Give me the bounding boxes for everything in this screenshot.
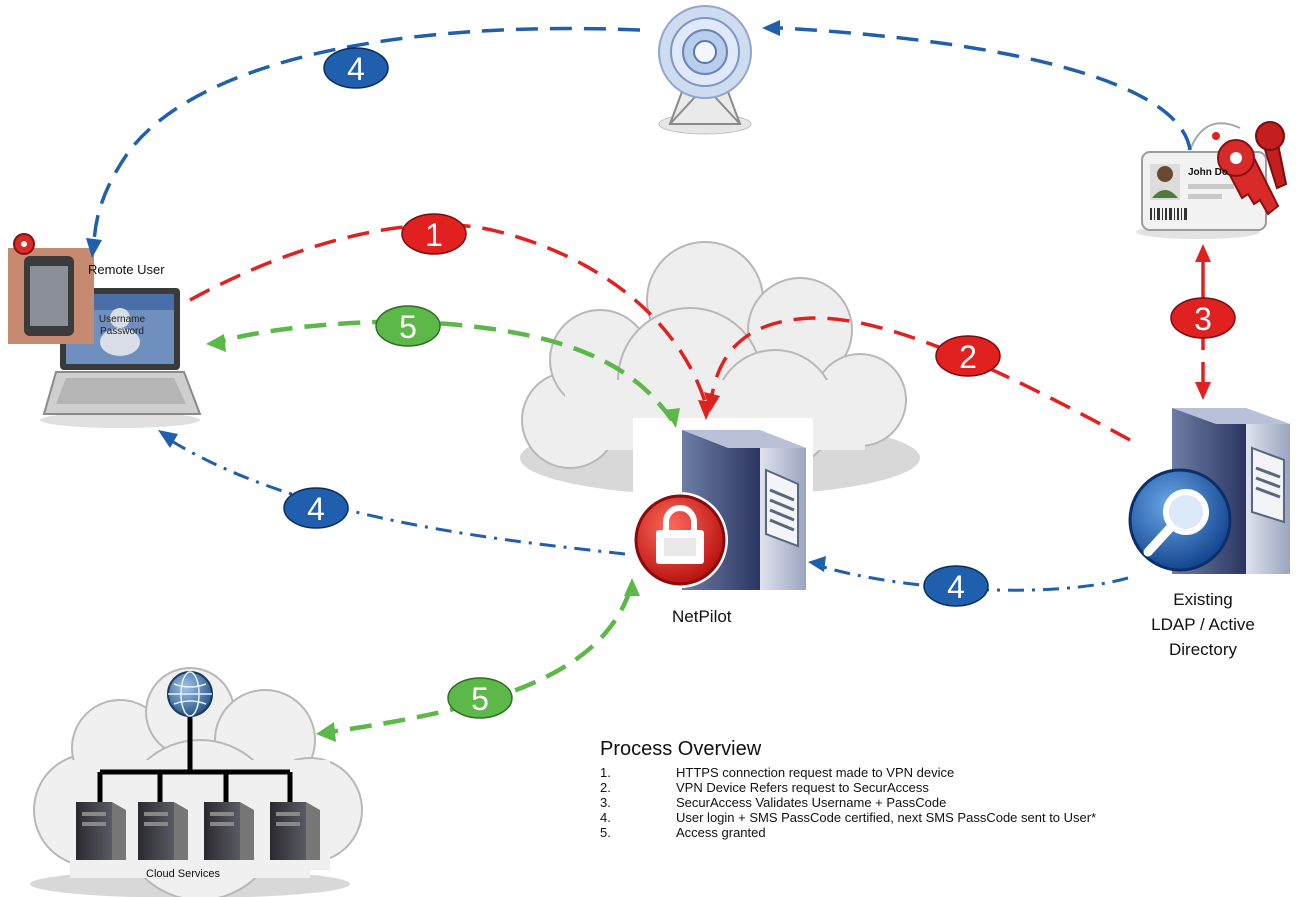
step-number: 4.: [600, 810, 611, 825]
badge-label: 5: [399, 309, 417, 345]
keys-icon: [1189, 121, 1288, 216]
overview-step: 3. SecurAccess Validates Username + Pass…: [600, 795, 1096, 810]
phone-icon: [8, 233, 94, 344]
overview-step: 2. VPN Device Refers request to SecurAcc…: [600, 780, 1096, 795]
badge-label: 3: [1194, 301, 1212, 337]
badge-label: 4: [347, 51, 365, 87]
ldap-label-line: LDAP / Active: [1151, 615, 1255, 634]
overview-title: Process Overview: [600, 738, 762, 760]
laptop-username-text: Username: [98, 314, 146, 325]
overview-step: 5. Access granted: [600, 825, 1096, 840]
step-text: User login + SMS PassCode certified, nex…: [676, 810, 1097, 825]
step-number: 1.: [600, 765, 611, 780]
lock-icon: [632, 492, 728, 588]
globe-icon: [167, 671, 213, 717]
step-badge: 5: [375, 305, 441, 347]
ldap-label: Existing LDAP / Active Directory: [1132, 587, 1274, 662]
id-card-name: John Do: [1188, 167, 1228, 178]
arrow-step-5-cloud: [329, 589, 633, 735]
badge-label: 2: [959, 339, 977, 375]
cell-tower-icon: [658, 5, 752, 135]
overview-step: 4. User login + SMS PassCode certified, …: [600, 810, 1096, 825]
process-overview: Process Overview 1. HTTPS connection req…: [600, 738, 1096, 840]
arrow-step-2: [710, 316, 1131, 442]
badge-label: 4: [947, 569, 965, 605]
step-badge: 4: [283, 487, 349, 529]
cloud-server-icons: [76, 802, 320, 860]
step-badge: 3: [1170, 297, 1236, 339]
arrow-step-4-top: [779, 26, 1192, 151]
laptop-password-text: Password: [100, 326, 144, 337]
step-badge: 4: [323, 47, 389, 89]
search-icon: [1128, 468, 1232, 572]
step-number: 3.: [600, 795, 611, 810]
step-text: SecurAccess Validates Username + PassCod…: [676, 795, 947, 810]
step-badge: 2: [935, 335, 1001, 377]
ldap-label-line: Directory: [1168, 640, 1237, 659]
step-badge: 4: [923, 565, 989, 607]
badge-label: 1: [425, 217, 443, 253]
step-badge: 5: [447, 677, 513, 719]
step-badge: 1: [401, 213, 467, 255]
arrow-step-5-user: [217, 319, 674, 422]
cloud-services-label: Cloud Services: [146, 868, 220, 880]
step-number: 2.: [600, 780, 611, 795]
connectors: [92, 26, 1205, 735]
step-number: 5.: [600, 825, 611, 840]
ldap-label-line: Existing: [1173, 590, 1233, 609]
badge-label: 5: [471, 681, 489, 717]
netpilot-label: NetPilot: [672, 607, 732, 626]
step-text: HTTPS connection request made to VPN dev…: [676, 765, 955, 780]
remote-user-label: Remote User: [88, 262, 165, 277]
step-text: VPN Device Refers request to SecurAccess: [676, 780, 929, 795]
arrow-step-1: [189, 223, 708, 406]
badge-label: 4: [307, 491, 325, 527]
step-text: Access granted: [676, 825, 766, 840]
arrowheads: [86, 20, 1211, 742]
arrow-step-4-sms: [92, 26, 641, 245]
laptop-credentials-label: Username Password: [96, 314, 148, 338]
overview-step: 1. HTTPS connection request made to VPN …: [600, 765, 1096, 780]
